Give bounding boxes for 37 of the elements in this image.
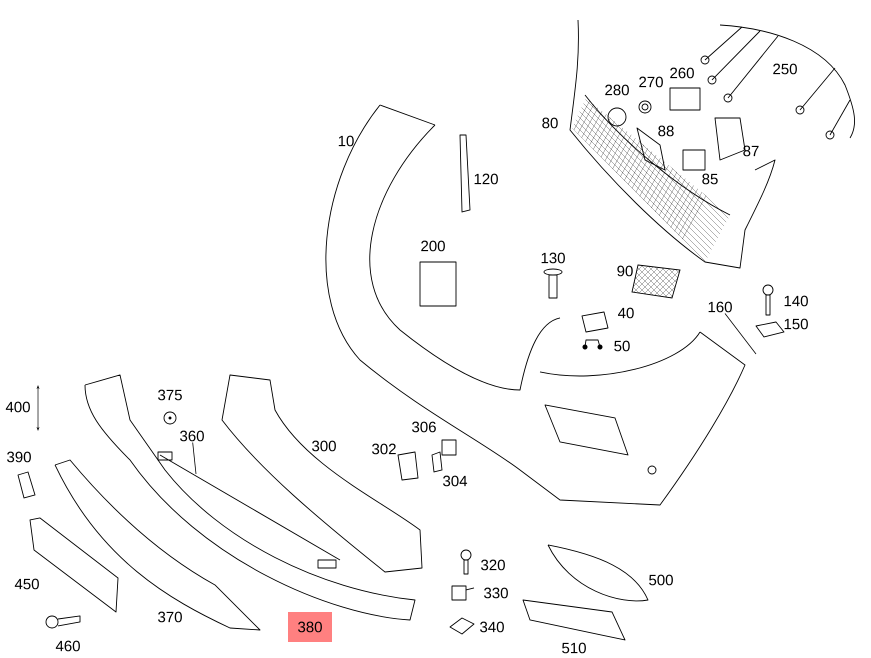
callout-number: 300 — [312, 440, 336, 452]
callout-number: 90 — [617, 266, 633, 276]
callout-number: 140 — [784, 296, 808, 306]
callout-number: 280 — [605, 84, 629, 96]
highlighted-callout-number: 380 — [288, 612, 332, 642]
callout-number: 250 — [773, 64, 797, 74]
callout-number: 320 — [481, 560, 505, 570]
callout-number: 510 — [562, 642, 586, 654]
callout-number: 340 — [480, 622, 504, 632]
callout-number: 200 — [421, 240, 445, 252]
callout-number: 150 — [784, 318, 808, 330]
callout-number: 302 — [372, 444, 396, 454]
callout-number: 306 — [412, 422, 436, 432]
callout-number: 120 — [474, 174, 498, 184]
callout-number: 500 — [649, 574, 673, 586]
callout-number: 270 — [639, 76, 663, 88]
callout-number: 88 — [658, 126, 674, 136]
callout-number: 460 — [56, 640, 80, 652]
callout-number: 390 — [7, 452, 31, 462]
callout-number: 360 — [180, 430, 204, 442]
callout-number: 85 — [702, 174, 718, 184]
callout-number: 370 — [158, 612, 182, 622]
leader-line — [192, 442, 196, 474]
callout-number: 80 — [542, 118, 558, 128]
callout-number: 260 — [670, 68, 694, 78]
callout-number: 87 — [743, 146, 759, 156]
callout-number: 40 — [618, 308, 634, 318]
callout-number: 375 — [158, 390, 182, 400]
callout-number: 10 — [338, 136, 354, 146]
callout-number: 160 — [708, 302, 732, 312]
callout-number: 130 — [542, 252, 565, 264]
callout-number: 304 — [443, 476, 468, 486]
callout-number: 450 — [14, 578, 39, 590]
callout-number: 50 — [614, 340, 630, 352]
callout-number: 330 — [484, 588, 508, 598]
callout-number: 400 — [6, 402, 30, 412]
leader-line — [724, 313, 756, 354]
